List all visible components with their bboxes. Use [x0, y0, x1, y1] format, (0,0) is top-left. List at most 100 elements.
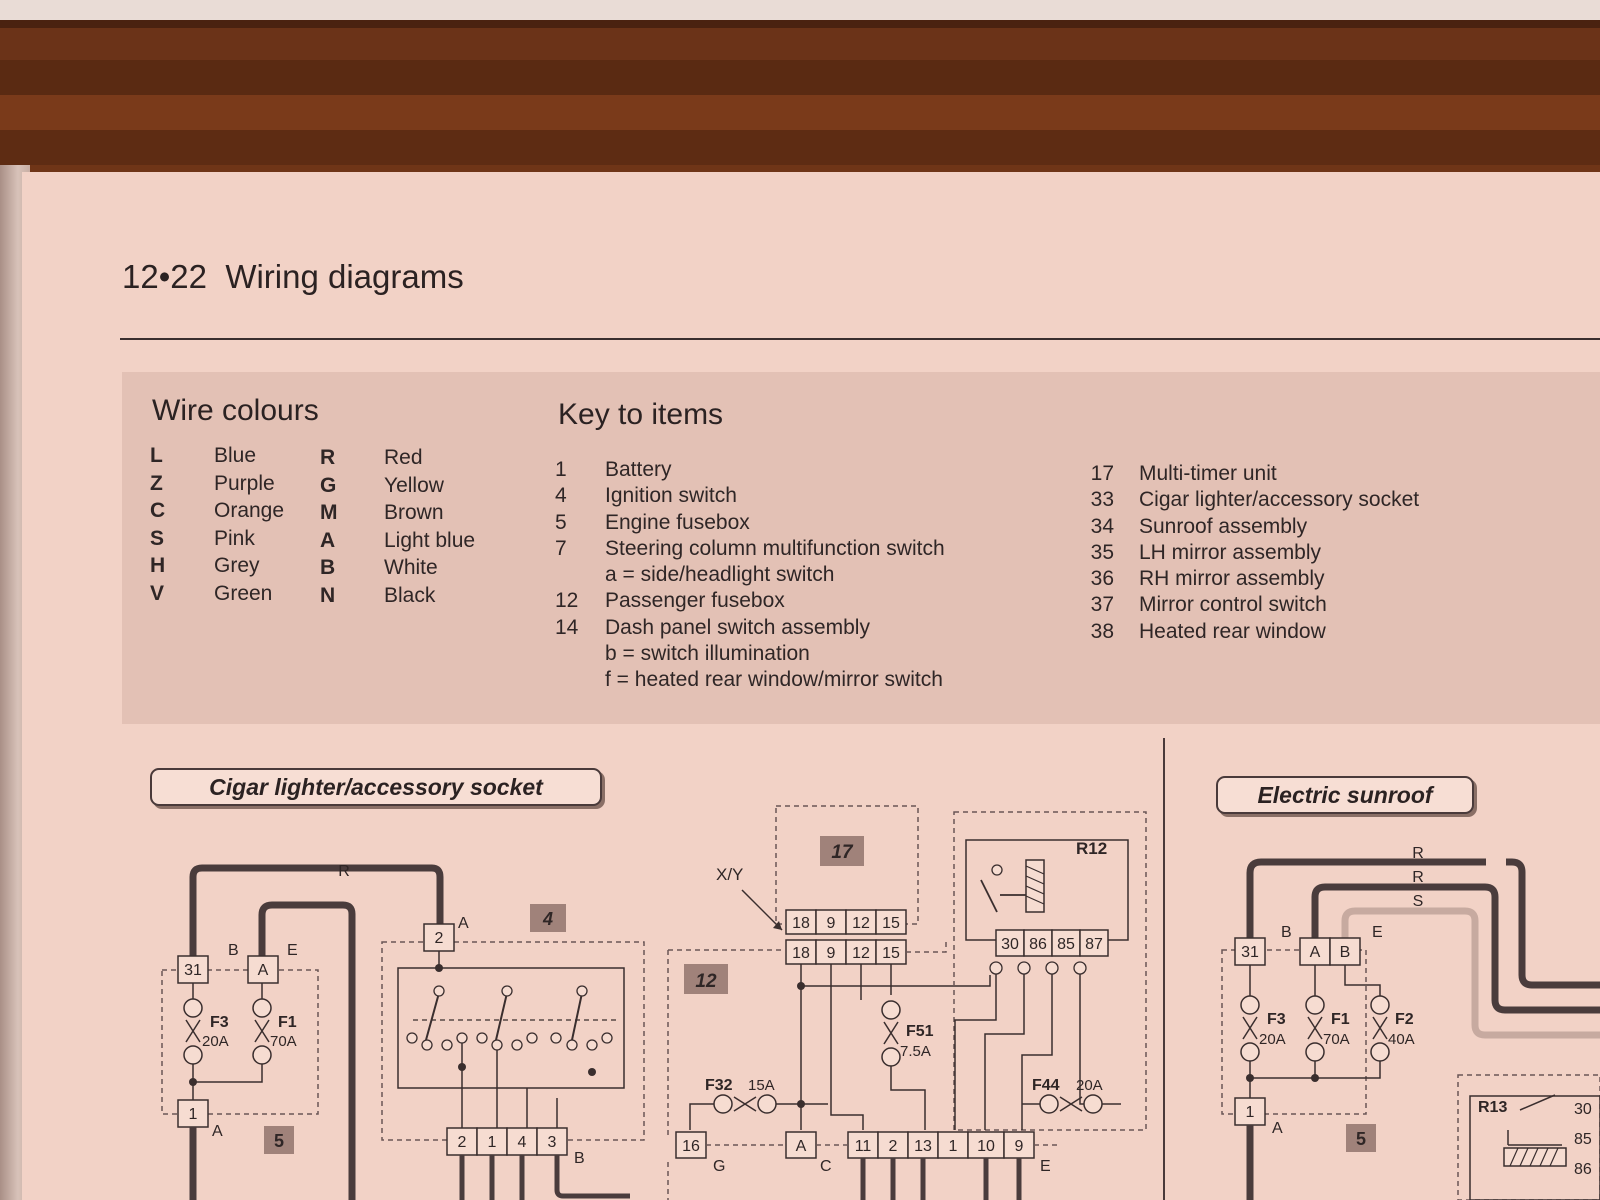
relay-r13-body [1469, 1095, 1600, 1200]
relay-r12-body [965, 839, 1129, 941]
terminal-2-top-label: 2 [435, 930, 444, 947]
fuse-f32-right-terminal [757, 1094, 777, 1114]
sunroof-terminal-1 [1234, 1097, 1266, 1126]
fuse-f51-rating: 7.5A [900, 1043, 931, 1060]
svg-text:30: 30 [1001, 936, 1019, 953]
fuse-f44-right-terminal [1083, 1094, 1103, 1114]
passenger-fusebox-outline [667, 938, 947, 1200]
svg-text:3: 3 [548, 1134, 557, 1151]
svg-text:86: 86 [1029, 936, 1047, 953]
switch-contacts [425, 992, 583, 1041]
terminal-a [247, 955, 279, 984]
wooden-table-background [0, 0, 1600, 185]
item-12-tag [684, 964, 728, 994]
wire-red [189, 864, 444, 957]
svg-text:18: 18 [792, 915, 810, 932]
terminal-2-top [423, 923, 455, 952]
key-to-items-title: Key to items [558, 398, 724, 431]
svg-text:31: 31 [1241, 944, 1259, 961]
svg-text:4: 4 [518, 1134, 527, 1151]
svg-text:2: 2 [458, 1134, 467, 1151]
ignition-connector: 2 1 4 3 [446, 1127, 568, 1156]
sunroof-fuse-f1-label: F1 [1331, 1011, 1350, 1028]
svg-text:1: 1 [1246, 1104, 1255, 1121]
svg-text:18: 18 [792, 945, 810, 962]
svg-text:12: 12 [852, 915, 870, 932]
svg-text:B: B [1340, 944, 1351, 961]
sunroof-terminal-31 [1234, 937, 1266, 966]
item-12-label: 12 [695, 971, 717, 992]
terminal-a-passenger-label: A [796, 1138, 807, 1155]
fuse-bus [192, 1064, 263, 1100]
relay-r13-pin-30: 30 [1574, 1101, 1592, 1118]
label-e: E [287, 942, 298, 959]
sunroof-fuse-f3-label: F3 [1267, 1011, 1286, 1028]
ignition-switch-outline [381, 941, 645, 1141]
section-label-electric-sunroof: Electric sunroof [1216, 776, 1474, 814]
sunroof-wire-label-r2: R [1412, 869, 1424, 886]
terminal-16 [675, 1131, 707, 1159]
fuse-f1-symbol [254, 1019, 270, 1043]
svg-text:10: 10 [977, 1138, 995, 1155]
svg-text:12: 12 [852, 945, 870, 962]
fuse-f1-rating: 70A [270, 1033, 297, 1050]
wire-colours-title: Wire colours [152, 394, 319, 427]
sunroof-fuse-f2-label: F2 [1395, 1011, 1414, 1028]
relay-r13-label: R13 [1478, 1099, 1507, 1116]
multi-timer-outline [775, 805, 919, 925]
item-5-label: 5 [274, 1131, 284, 1151]
sunroof-item-5-label: 5 [1356, 1129, 1366, 1149]
label-a-bottom: A [212, 1123, 223, 1140]
xy-arrow [741, 889, 783, 931]
label-b-ign: B [574, 1150, 585, 1167]
connector-bottom: 11 2 13 1 10 9 [847, 1131, 1035, 1159]
fuse-f3-symbol [185, 1019, 201, 1043]
label-e-bottom: E [1040, 1158, 1051, 1175]
fuse-f32-label: F32 [705, 1077, 733, 1094]
svg-text:1: 1 [488, 1134, 497, 1151]
fuse-f44-rating: 20A [1076, 1077, 1103, 1094]
sunroof-terminal-a [1299, 937, 1331, 966]
svg-text:9: 9 [827, 915, 836, 932]
item-5-tag [264, 1126, 294, 1154]
fuse-f32-rating: 15A [748, 1077, 775, 1094]
terminal-16-label: 16 [682, 1138, 700, 1155]
section-label-cigar-lighter: Cigar lighter/accessory socket [150, 768, 602, 806]
fuse-f51-top-terminal [881, 1000, 901, 1020]
svg-text:A: A [1310, 944, 1321, 961]
relay-r12-label: R12 [1076, 839, 1107, 858]
fuse-f3-label: F3 [210, 1014, 229, 1031]
sunroof-label-e: E [1372, 924, 1383, 941]
terminal-1-label: 1 [189, 1106, 198, 1123]
relay-r13-coil [1503, 1147, 1567, 1167]
fuse-f32-symbol [733, 1096, 757, 1112]
key-item: b = switch illumination [605, 642, 810, 666]
fuse-f51-bottom-terminal [881, 1047, 901, 1067]
fuse-f3-bottom-terminal [183, 1045, 203, 1065]
item-17-tag [820, 836, 864, 866]
fuse-f3-rating: 20A [202, 1033, 229, 1050]
sunroof-fuse-f2-rating: 40A [1388, 1031, 1415, 1048]
xy-label: X/Y [716, 865, 743, 884]
svg-text:9: 9 [827, 945, 836, 962]
svg-text:85: 85 [1057, 936, 1075, 953]
item-4-label: 4 [542, 909, 553, 929]
key-item: f = heated rear window/mirror switch [605, 668, 943, 692]
page-title: Wiring diagrams [225, 258, 464, 295]
sunroof-wire-s [1341, 907, 1600, 1039]
connector-xy-upper: 18 9 12 15 [785, 909, 907, 935]
svg-text:15: 15 [882, 915, 900, 932]
svg-text:1: 1 [949, 1138, 958, 1155]
